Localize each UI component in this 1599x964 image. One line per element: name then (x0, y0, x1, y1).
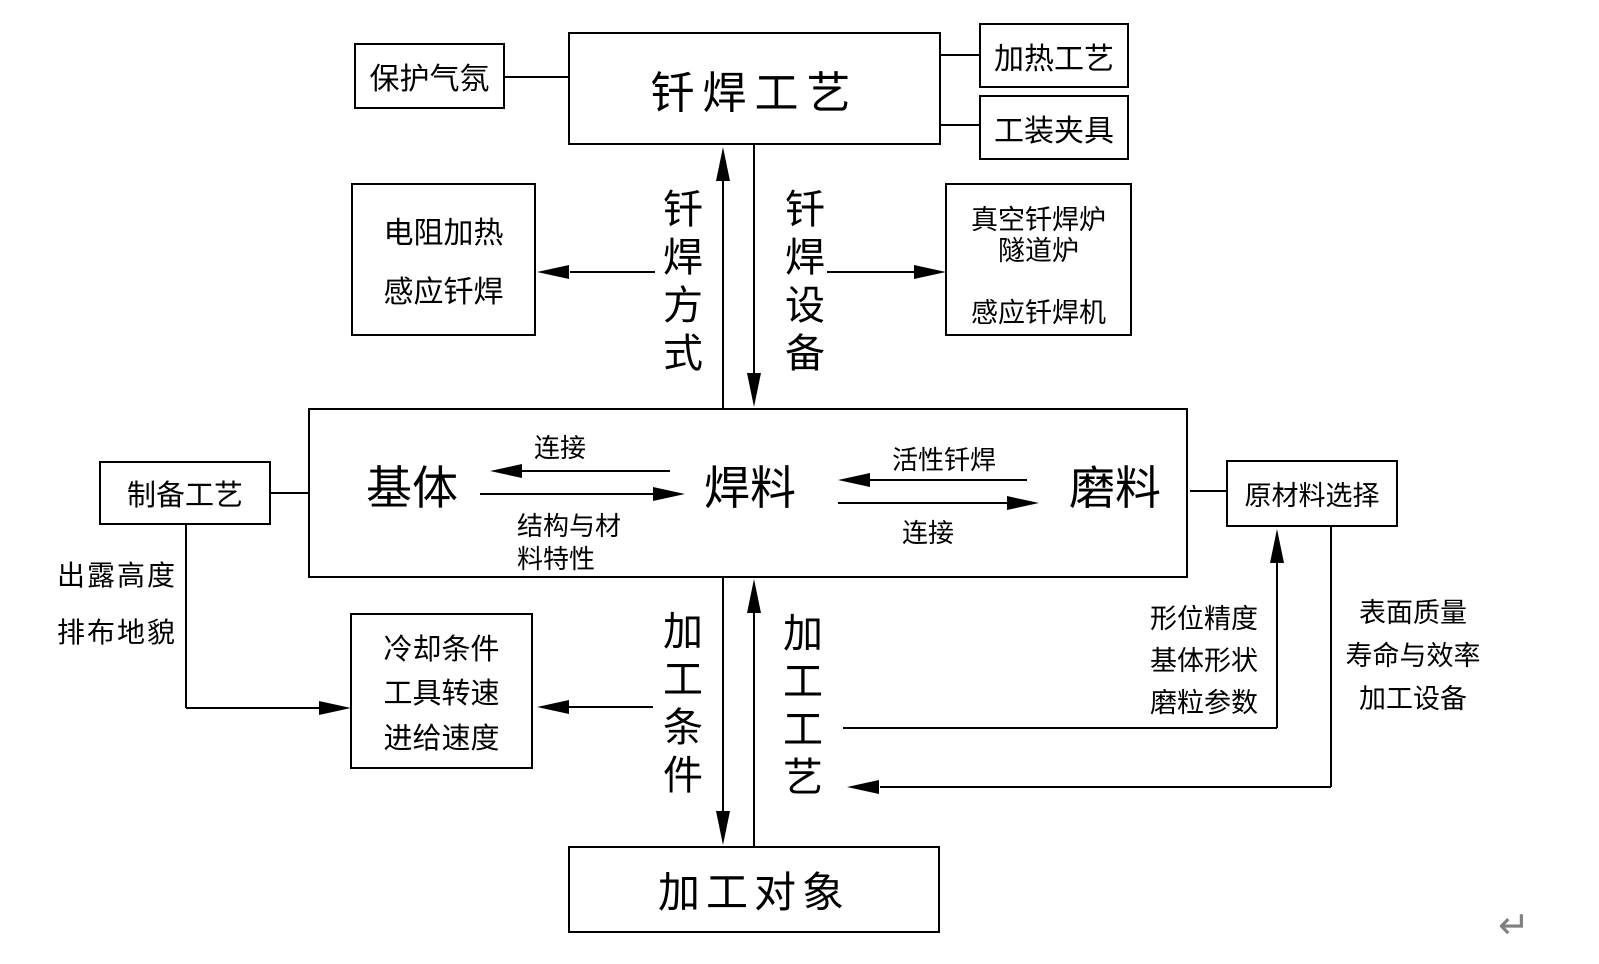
arrow-brazing-equipment-to-furnaces (827, 265, 946, 279)
annotation-surface-quality: 表面质量 (1359, 598, 1467, 628)
edge-label-connect-substrate: 连接 (534, 434, 587, 463)
edge-label-connect-abrasive: 连接 (902, 519, 955, 548)
furnaces-line3: 感应钎焊机 (971, 298, 1106, 328)
node-protective-atmosphere: 保护气氛 (354, 43, 505, 109)
annotation-right-outer: 表面质量 寿命与效率 加工设备 (1328, 592, 1498, 721)
arrow-conditions-to-params (537, 700, 653, 714)
arrow-brazing-method-to-resistance (537, 265, 655, 279)
edge-label-processing-conditions: 加工条件 (663, 609, 703, 798)
edge-label-processing-technology: 加工工艺 (783, 611, 823, 800)
processing-params-line1: 冷却条件 (383, 633, 500, 666)
annotation-substrate-shape: 基体形状 (1150, 646, 1258, 676)
core-box (308, 408, 1188, 578)
node-raw-material-selection: 原材料选择 (1226, 460, 1398, 527)
arrow-processing-object-to-core (747, 579, 761, 846)
arrow-brazing-process-to-core (747, 145, 761, 407)
annotation-form-accuracy: 形位精度 (1150, 604, 1258, 634)
annotation-grain-parameters: 磨粒参数 (1150, 688, 1258, 718)
edge-label-structure-material-1: 结构与材 (517, 512, 622, 541)
resistance-heating-line1: 电阻加热 (383, 217, 504, 250)
node-brazing-process: 钎焊工艺 (568, 32, 941, 145)
node-heating-process: 加热工艺 (979, 23, 1129, 88)
annotation-processing-equipment: 加工设备 (1359, 684, 1467, 714)
edge-label-active-brazing: 活性钎焊 (892, 446, 997, 475)
resistance-heating-line2: 感应钎焊 (383, 276, 504, 309)
node-solder: 焊料 (704, 463, 796, 514)
furnaces-line2: 隧道炉 (998, 236, 1079, 266)
node-brazing-furnaces: 真空钎焊炉 隧道炉 感应钎焊机 (945, 183, 1132, 336)
node-processing-params: 冷却条件 工具转速 进给速度 (350, 613, 533, 769)
processing-params-line2: 工具转速 (383, 678, 500, 710)
annotation-arrangement-topography: 排布地貌 (57, 618, 178, 649)
node-substrate: 基体 (366, 463, 458, 514)
annotation-right-inner: 形位精度 基体形状 磨粒参数 (1150, 598, 1276, 724)
edge-label-structure-material-2: 料特性 (517, 545, 596, 574)
annotation-life-efficiency: 寿命与效率 (1345, 641, 1481, 671)
node-processing-object: 加工对象 (568, 846, 940, 933)
edge-label-brazing-equipment: 钎焊设备 (785, 187, 825, 376)
edge-label-brazing-method: 钎焊方式 (663, 187, 703, 376)
arrow-core-to-processing-object (716, 578, 730, 845)
node-resistance-heating: 电阻加热 感应钎焊 (351, 183, 536, 336)
return-mark-icon: ↵ (1498, 903, 1530, 947)
annotation-exposure-height: 出露高度 (57, 561, 178, 592)
arrow-core-to-brazing-process (716, 147, 730, 408)
processing-params-line3: 进给速度 (383, 722, 500, 755)
node-preparation-process: 制备工艺 (99, 461, 271, 525)
node-abrasive: 磨料 (1069, 463, 1161, 514)
node-fixtures: 工装夹具 (979, 95, 1129, 160)
furnaces-line1: 真空钎焊炉 (971, 205, 1106, 235)
